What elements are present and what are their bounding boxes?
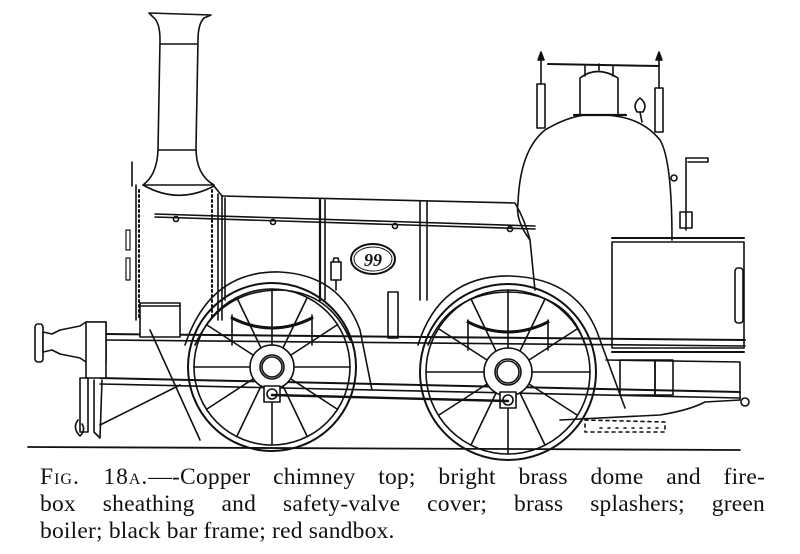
smokebox — [125, 161, 223, 321]
caption-line-2: box sheathing and safety-valve cover; br… — [40, 491, 765, 517]
sandbox — [139, 302, 181, 338]
caption-line-1: Fig. 18a.—-Copper chimney top; bright br… — [40, 464, 765, 491]
stay-rod — [149, 329, 201, 441]
chimney — [142, 12, 215, 196]
cab-side — [611, 237, 745, 353]
lubricator — [330, 257, 342, 291]
leading-wheel — [184, 271, 373, 452]
number-plate: 99 — [350, 243, 396, 275]
firebox-dome — [516, 51, 709, 241]
locomotive-illustration: 99 — [27, 12, 750, 461]
figure-caption: Fig. 18a.—-Copper chimney top; bright br… — [40, 464, 765, 545]
caption-line-3: boiler; black bar frame; red sandbox. — [40, 518, 395, 544]
leaf-springs — [230, 314, 550, 351]
caption-text-1: -Copper chimney top; bright brass dome a… — [172, 464, 765, 490]
rail-line — [27, 446, 741, 451]
connecting-rod — [270, 393, 510, 403]
buffer — [34, 321, 181, 439]
caption-dash: — — [148, 464, 173, 490]
figure-label: Fig. 18a. — [40, 464, 149, 490]
number-plate-text: 99 — [364, 250, 382, 270]
